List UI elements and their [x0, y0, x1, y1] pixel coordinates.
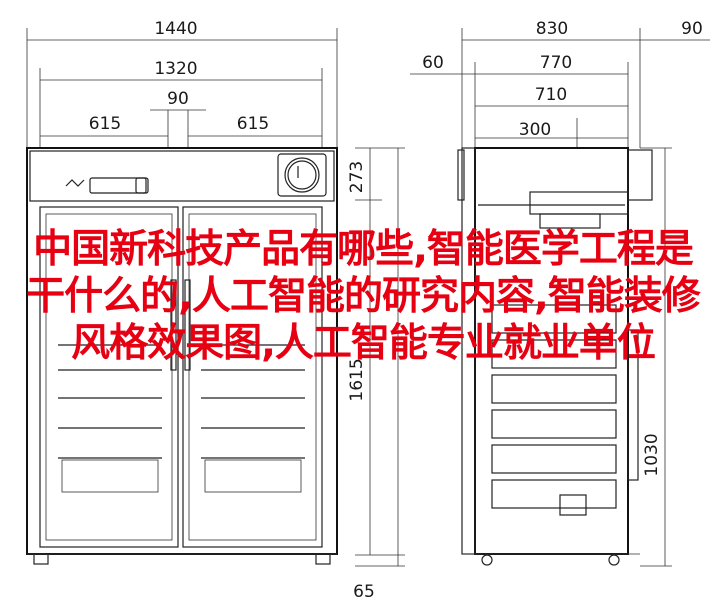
dim-bottom-gap: 65: [353, 582, 375, 602]
dim-door-right: 615: [237, 114, 269, 134]
dim-top-height: 273: [347, 161, 367, 193]
dim-side-depth-extra: 90: [681, 19, 703, 39]
front-view: 1440 1320 615 615 90: [26, 19, 405, 602]
front-shelves: [58, 344, 305, 493]
side-view: 830 90 60 770 710 300: [410, 19, 710, 567]
dim-door-left: 615: [89, 114, 121, 134]
dim-side-front-offset: 60: [422, 53, 444, 73]
dim-door-gap: 90: [167, 89, 189, 109]
dim-side-depth-total: 830: [536, 19, 568, 39]
dim-side-depth-770: 770: [540, 53, 572, 73]
dim-overall-width: 1440: [154, 19, 197, 39]
dim-side-depth-300: 300: [519, 120, 551, 140]
overlay-headline-text: 中国新科技产品有哪些,智能医学工程是干什么的,人工智能的研究内容,智能装修风格效…: [26, 227, 701, 366]
dim-side-depth-710: 710: [535, 85, 567, 105]
dim-body-height: 1615: [347, 358, 367, 401]
side-shelves: [491, 304, 617, 516]
dim-inner-width: 1320: [154, 59, 197, 79]
dim-side-height: 1030: [642, 433, 662, 476]
